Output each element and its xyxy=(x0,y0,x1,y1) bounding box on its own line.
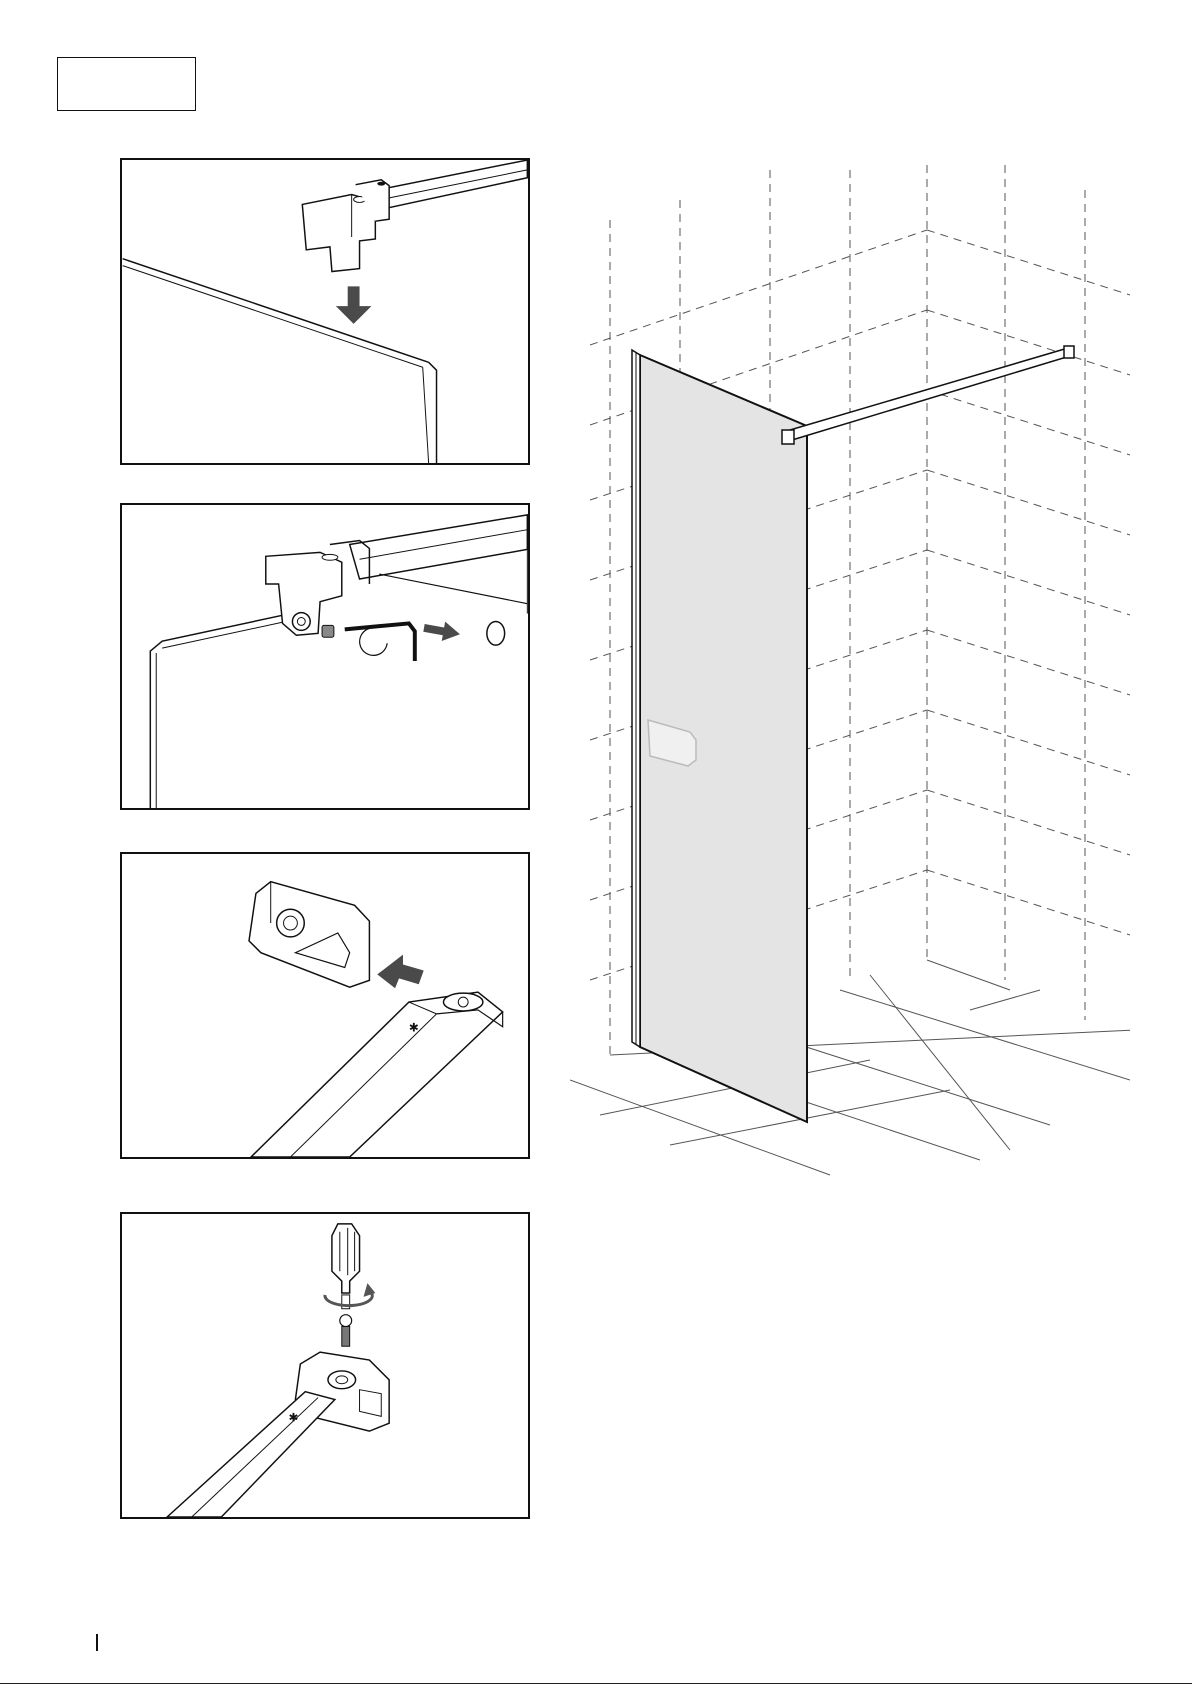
detail-panel-4: ✱ xyxy=(120,1212,530,1519)
screwdriver-fix-illustration: ✱ xyxy=(122,1214,528,1517)
bracket-to-glass-illustration xyxy=(122,160,528,463)
svg-text:✱: ✱ xyxy=(409,1021,419,1035)
page-number-mark xyxy=(96,1634,98,1651)
detail-panel-1 xyxy=(120,158,530,465)
footer-rule xyxy=(0,1683,1192,1684)
hex-key-tighten-illustration xyxy=(122,505,528,808)
end-cap-insert-illustration: ✱ xyxy=(122,854,528,1157)
shower-panel-overview-illustration xyxy=(570,160,1130,1180)
down-arrow-icon xyxy=(336,286,372,324)
left-arrow-icon xyxy=(377,955,423,989)
svg-text:✱: ✱ xyxy=(288,1410,298,1424)
left-arrow-icon xyxy=(422,618,461,644)
screwdriver-icon xyxy=(332,1224,360,1293)
detail-panel-2 xyxy=(120,503,530,810)
support-bar xyxy=(790,348,1070,440)
shower-panel-overview xyxy=(570,160,1130,1180)
detail-panel-3: ✱ xyxy=(120,852,530,1159)
step-number-box xyxy=(57,57,196,111)
